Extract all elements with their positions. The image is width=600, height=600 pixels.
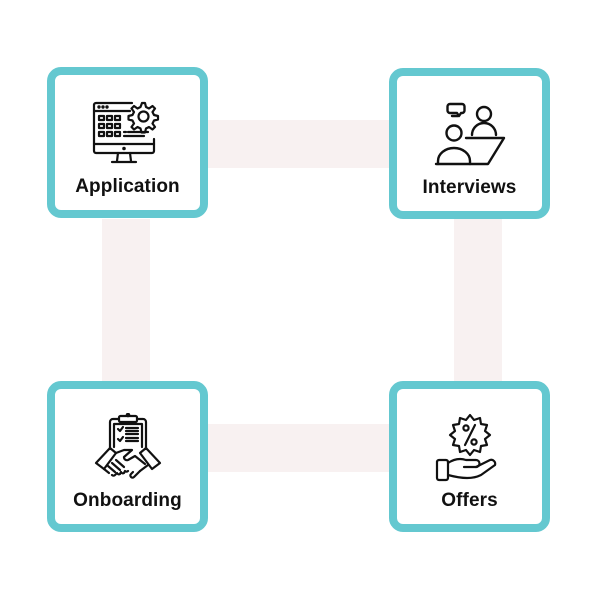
connector-bottom bbox=[208, 424, 390, 472]
step-card-interviews: Interviews bbox=[389, 68, 550, 219]
connector-left bbox=[102, 219, 150, 381]
step-card-offers: Offers bbox=[389, 381, 550, 532]
step-label: Application bbox=[75, 176, 180, 197]
step-label: Interviews bbox=[422, 177, 517, 198]
clipboard-handshake-icon bbox=[90, 413, 166, 485]
connector-top bbox=[208, 120, 390, 168]
interview-people-icon bbox=[432, 100, 508, 172]
monitor-gear-icon bbox=[90, 99, 166, 171]
connector-right bbox=[454, 219, 502, 381]
step-card-onboarding: Onboarding bbox=[47, 381, 208, 532]
step-label: Onboarding bbox=[73, 490, 182, 511]
step-label: Offers bbox=[441, 490, 498, 511]
step-card-application: Application bbox=[47, 67, 208, 218]
hand-discount-icon bbox=[432, 413, 508, 485]
